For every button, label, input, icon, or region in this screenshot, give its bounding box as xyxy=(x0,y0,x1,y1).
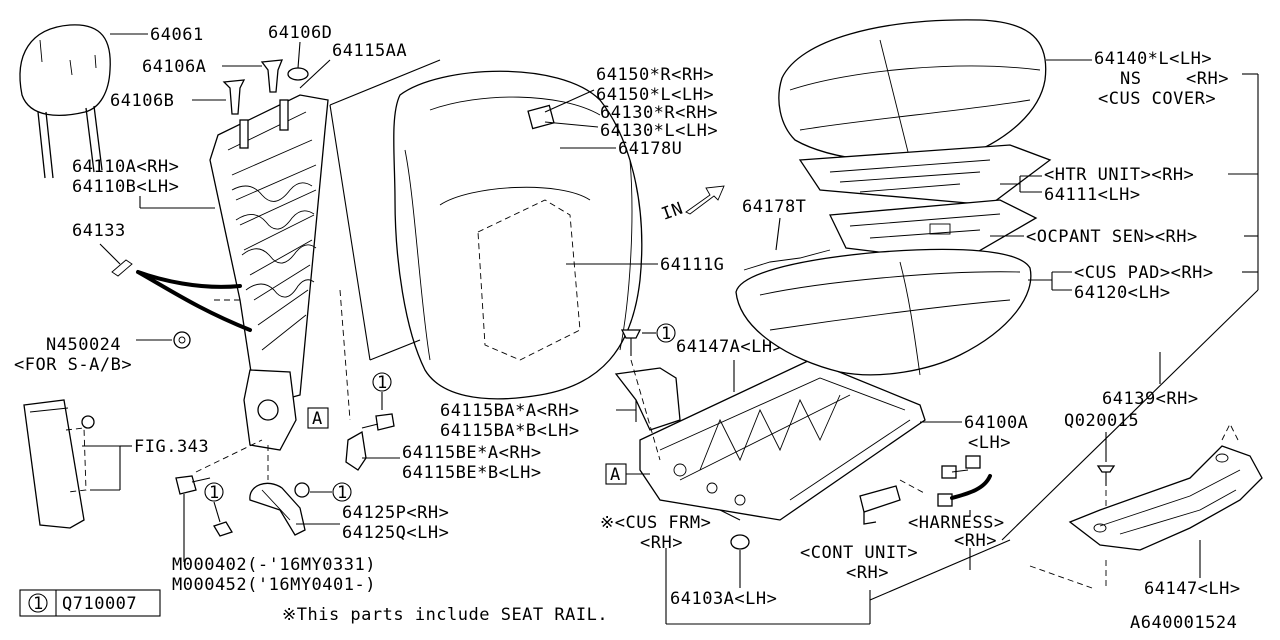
label-cus-pad: <CUS PAD><RH> xyxy=(1074,263,1214,283)
label-64103A: 64103A<LH> xyxy=(670,589,777,609)
label-cus-frm: ※<CUS FRM> xyxy=(600,513,711,533)
label-ns: NS xyxy=(1120,69,1141,89)
svg-text:1: 1 xyxy=(377,373,388,393)
label-M000452: M000452('16MY0401-) xyxy=(172,575,376,595)
label-64110A: 64110A<RH> xyxy=(72,157,179,177)
label-64100A-lh: <LH> xyxy=(968,433,1011,453)
label-64120: 64120<LH> xyxy=(1074,283,1171,303)
label-M000402: M000402(-'16MY0331) xyxy=(172,555,376,575)
label-64111-lh: 64111<LH> xyxy=(1044,185,1141,205)
bracket-64125P[interactable] xyxy=(249,482,310,536)
bracket-64115BE[interactable] xyxy=(345,430,367,471)
side-airbag-module[interactable] xyxy=(23,399,95,529)
label-cont-unit-rh: <RH> xyxy=(846,563,889,583)
label-64178T: 64178T xyxy=(742,197,806,217)
label-for-sab: <FOR S-A/B> xyxy=(14,355,132,375)
label-64115BEA: 64115BE*A<RH> xyxy=(402,443,542,463)
legend-number: 1 xyxy=(33,594,44,614)
label-harness-rh: <RH> xyxy=(954,531,997,551)
svg-text:1: 1 xyxy=(337,483,348,503)
legend-part: Q710007 xyxy=(62,594,137,614)
label-64178U: 64178U xyxy=(618,139,682,159)
label-64130L: 64130*L<LH> xyxy=(600,121,718,141)
label-64110B: 64110B<LH> xyxy=(72,177,179,197)
screw-frame[interactable] xyxy=(620,329,642,339)
label-64147A: 64147A<LH> xyxy=(676,337,783,357)
label-64125Q: 64125Q<LH> xyxy=(342,523,449,543)
label-64115BAB: 64115BA*B<LH> xyxy=(440,421,580,441)
label-64115BAA: 64115BA*A<RH> xyxy=(440,401,580,421)
label-64100A: 64100A xyxy=(964,413,1028,433)
label-ns-rh: <RH> xyxy=(1186,69,1229,89)
label-64139: 64139<RH> xyxy=(1102,389,1199,409)
cushion-frame[interactable] xyxy=(614,359,926,521)
label-64147-lh: 64147<LH> xyxy=(1144,579,1241,599)
headrest-guides xyxy=(222,59,309,115)
airbag-wire xyxy=(136,270,252,332)
occupant-sensor[interactable] xyxy=(829,199,1038,263)
label-64130R: 64130*R<RH> xyxy=(600,103,718,123)
svg-text:1: 1 xyxy=(661,324,672,344)
label-64061: 64061 xyxy=(150,25,204,45)
label-64106A: 64106A xyxy=(142,57,206,77)
label-64140L: 64140*L<LH> xyxy=(1094,49,1212,69)
headrest[interactable] xyxy=(19,24,111,179)
label-Q020015: Q020015 xyxy=(1064,411,1139,431)
label-N450024: N450024 xyxy=(46,335,121,355)
label-64150R: 64150*R<RH> xyxy=(596,65,714,85)
screw-Q020015[interactable] xyxy=(1096,465,1116,486)
wire-64178T xyxy=(743,249,831,271)
seat-back-cover[interactable] xyxy=(393,70,643,400)
nut-N450024[interactable] xyxy=(173,331,191,349)
ref-A-left xyxy=(307,407,329,429)
label-64115BEB: 64115BE*B<LH> xyxy=(402,463,542,483)
harness[interactable] xyxy=(937,455,992,507)
seat-back-frame[interactable] xyxy=(209,94,329,451)
svg-text:1: 1 xyxy=(209,483,220,503)
label-fig343: FIG.343 xyxy=(134,437,209,457)
cap-64103A[interactable] xyxy=(730,534,750,550)
footnote: ※This parts include SEAT RAIL. xyxy=(282,605,608,625)
svg-text:A: A xyxy=(610,465,621,485)
label-64106B: 64106B xyxy=(110,91,174,111)
cushion-pad[interactable] xyxy=(735,248,1032,376)
label-64150L: 64150*L<LH> xyxy=(596,85,714,105)
label-cus-frm-rh: <RH> xyxy=(640,533,683,553)
diagram-id: A640001524 xyxy=(1130,613,1237,633)
label-64106D: 64106D xyxy=(268,23,332,43)
legend-box: 1 Q710007 xyxy=(19,589,161,617)
control-unit[interactable] xyxy=(859,485,901,525)
label-64133: 64133 xyxy=(72,221,126,241)
label-htr-unit: <HTR UNIT><RH> xyxy=(1044,165,1194,185)
label-cont-unit: <CONT UNIT> xyxy=(800,543,918,563)
svg-text:A: A xyxy=(312,409,323,429)
label-64111G: 64111G xyxy=(660,255,724,275)
cushion-cover[interactable] xyxy=(778,19,1047,163)
label-harness: <HARNESS> xyxy=(908,513,1005,533)
in-direction-arrow: IN xyxy=(659,185,725,225)
side-cover-64147[interactable] xyxy=(1068,445,1263,551)
svg-text:IN: IN xyxy=(659,199,686,225)
label-64125P: 64125P<RH> xyxy=(342,503,449,523)
heater-unit[interactable] xyxy=(798,144,1052,206)
wire-clip xyxy=(111,259,133,277)
label-64115AA: 64115AA xyxy=(332,41,407,61)
label-ocpant-sen: <OCPANT SEN><RH> xyxy=(1026,227,1198,247)
bolt-back[interactable] xyxy=(375,413,395,431)
bolt-M000402[interactable] xyxy=(175,475,211,495)
label-cus-cover: <CUS COVER> xyxy=(1098,89,1216,109)
